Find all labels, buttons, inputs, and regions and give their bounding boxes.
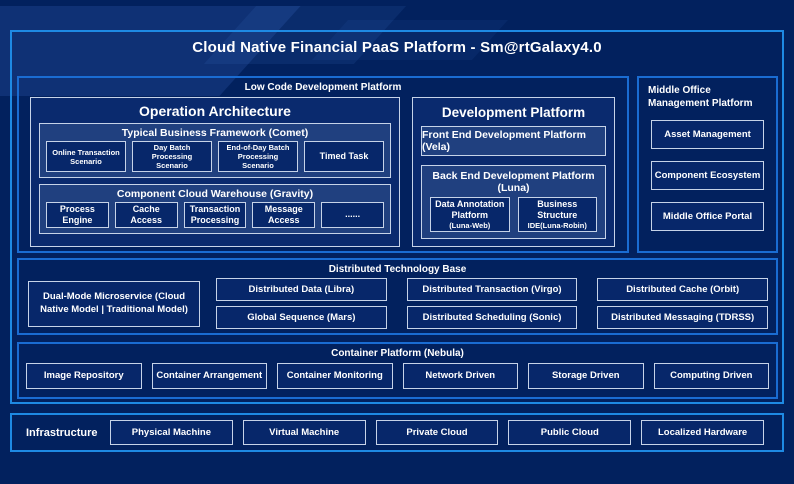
middle-office-label: Middle Office Management Platform [648,85,753,109]
container-platform-item: Computing Driven [653,363,769,389]
distributed-label: Distributed Technology Base [328,264,467,275]
low-code-body: Operation Architecture Typical Business … [19,93,627,257]
comet-items: Online Transaction Scenario Day Batch Pr… [40,141,390,177]
section-middle-office: Middle Office Management Platform Asset … [637,76,778,253]
infrastructure-item: Public Cloud [508,420,632,445]
distributed-item: Global Sequence (Mars) [216,306,387,329]
infrastructure-item: Localized Hardware [641,420,764,445]
gravity-item: ...... [321,202,384,228]
comet-title: Typical Business Framework (Comet) [121,127,309,139]
dual-mode-microservice-box: Dual-Mode Microservice (Cloud Native Mod… [28,280,200,327]
middle-office-item: Component Ecosystem [651,161,764,190]
section-container-platform: Container Platform (Nebula) Image Reposi… [17,342,778,399]
middle-office-items: Asset Management Component Ecosystem Mid… [639,110,776,231]
luna-item-sub: (Luna-Web) [449,220,491,230]
container-platform-items: Image Repository Container Arrangement C… [19,359,776,397]
distributed-body: Dual-Mode Microservice (Cloud Native Mod… [19,275,776,335]
comet-item: Online Transaction Scenario [46,141,126,172]
front-end-platform-box: Front End Development Platform (Vela) [421,126,606,156]
distributed-grid: Distributed Data (Libra) Distributed Tra… [216,278,768,329]
back-end-items: Data Annotation Platform (Luna-Web) Busi… [422,197,605,238]
distributed-item: Distributed Scheduling (Sonic) [406,306,578,329]
main-frame [10,30,784,404]
container-platform-item: Container Monitoring [277,363,393,389]
infrastructure-item: Virtual Machine [242,420,366,445]
gravity-items: Process Engine Cache Access Transaction … [40,202,390,233]
section-infrastructure: Infrastructure Physical Machine Virtual … [10,413,784,452]
comet-panel: Typical Business Framework (Comet) Onlin… [39,123,391,178]
infrastructure-item: Physical Machine [110,420,233,445]
luna-item-name: Business Structure [537,199,578,220]
luna-item: Data Annotation Platform (Luna-Web) [430,197,510,232]
operation-architecture-title: Operation Architecture [139,103,291,119]
container-platform-label: Container Platform (Nebula) [331,348,464,359]
container-platform-item: Image Repository [26,363,142,389]
luna-item: Business Structure IDE(Luna-Robin) [517,197,597,232]
gravity-item: Message Access [252,202,316,228]
luna-item-name: Data Annotation Platform [435,199,505,220]
section-low-code: Low Code Development Platform Operation … [17,76,629,253]
comet-item: Day Batch Processing Scenario [132,141,212,172]
distributed-item: Distributed Data (Libra) [216,278,387,301]
section-distributed: Distributed Technology Base Dual-Mode Mi… [17,258,778,335]
gravity-item: Cache Access [114,202,178,228]
luna-item-sub: IDE(Luna-Robin) [527,220,587,230]
distributed-item: Distributed Transaction (Virgo) [406,278,578,301]
distributed-item: Distributed Cache (Orbit) [597,278,768,301]
middle-office-item: Middle Office Portal [651,202,764,231]
gravity-item: Process Engine [46,202,109,228]
infrastructure-item: Private Cloud [375,420,499,445]
container-platform-item: Network Driven [402,363,518,389]
gravity-title: Component Cloud Warehouse (Gravity) [116,188,314,200]
comet-item: Timed Task [304,141,384,172]
back-end-platform-title: Back End Development Platform (Luna) [432,170,595,194]
distributed-item: Distributed Messaging (TDRSS) [597,306,768,329]
container-platform-item: Storage Driven [528,363,644,389]
low-code-label: Low Code Development Platform [244,82,402,93]
middle-office-item: Asset Management [651,120,764,149]
container-platform-item: Container Arrangement [151,363,267,389]
gravity-panel: Component Cloud Warehouse (Gravity) Proc… [39,184,391,234]
gravity-item: Transaction Processing [183,202,247,228]
operation-architecture-panel: Operation Architecture Typical Business … [30,97,400,247]
back-end-platform-panel: Back End Development Platform (Luna) Dat… [421,165,606,239]
development-platform-panel: Development Platform Front End Developme… [412,97,615,247]
infrastructure-label: Infrastructure [26,426,98,439]
development-platform-title: Development Platform [441,105,586,120]
comet-item: End-of-Day Batch Processing Scenario [218,141,298,172]
page-title: Cloud Native Financial PaaS Platform - S… [192,39,602,56]
